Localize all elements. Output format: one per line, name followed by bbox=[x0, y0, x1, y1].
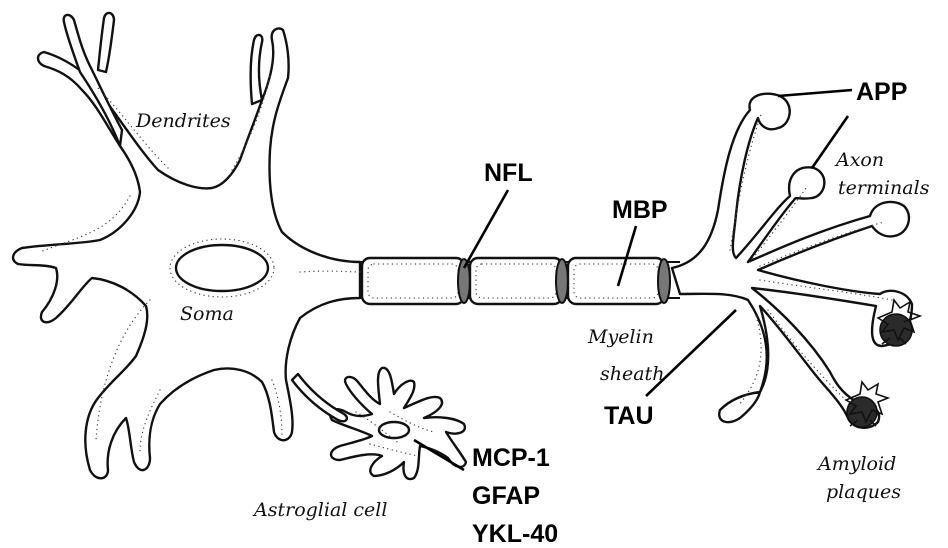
label-amyloid-plaques-2: plaques bbox=[826, 481, 901, 503]
astroglial-cell-group bbox=[292, 368, 466, 479]
label-axon-terminals-2: terminals bbox=[838, 177, 930, 199]
leader-nfl bbox=[464, 190, 508, 268]
label-axon-terminals-1: Axon bbox=[834, 149, 884, 171]
leader-app bbox=[778, 90, 852, 96]
astroglial-process bbox=[292, 374, 347, 421]
neuron-soma-group bbox=[13, 13, 360, 478]
marker-gfap: GFAP bbox=[472, 482, 540, 510]
astroglial-nucleus bbox=[379, 422, 409, 438]
myelin-segment-1 bbox=[362, 258, 470, 304]
marker-app: APP bbox=[856, 78, 907, 106]
leader-tau bbox=[646, 310, 736, 396]
label-myelin-sheath-2: sheath bbox=[600, 363, 664, 385]
myelin-segment-2 bbox=[470, 258, 568, 304]
axon-terminals-group bbox=[672, 94, 912, 428]
label-amyloid-plaques-1: Amyloid bbox=[816, 453, 896, 475]
axon-terminal-tree bbox=[672, 94, 912, 428]
marker-mbp: MBP bbox=[612, 196, 668, 224]
dendrite-branch-top-right bbox=[251, 35, 263, 104]
label-astroglial-cell: Astroglial cell bbox=[252, 499, 387, 521]
dendrite-branch-top-left-2 bbox=[98, 13, 114, 72]
marker-ykl40: YKL-40 bbox=[472, 520, 558, 548]
axon-group bbox=[360, 258, 680, 304]
amyloid-plaque-lower bbox=[846, 382, 888, 427]
label-myelin-sheath-1: Myelin bbox=[587, 326, 654, 348]
label-soma: Soma bbox=[180, 303, 234, 325]
marker-nfl: NFL bbox=[484, 159, 533, 187]
label-dendrites: Dendrites bbox=[135, 110, 231, 132]
soma-nucleus bbox=[176, 245, 268, 291]
marker-mcp1: MCP-1 bbox=[472, 444, 550, 472]
marker-tau: TAU bbox=[604, 402, 654, 430]
